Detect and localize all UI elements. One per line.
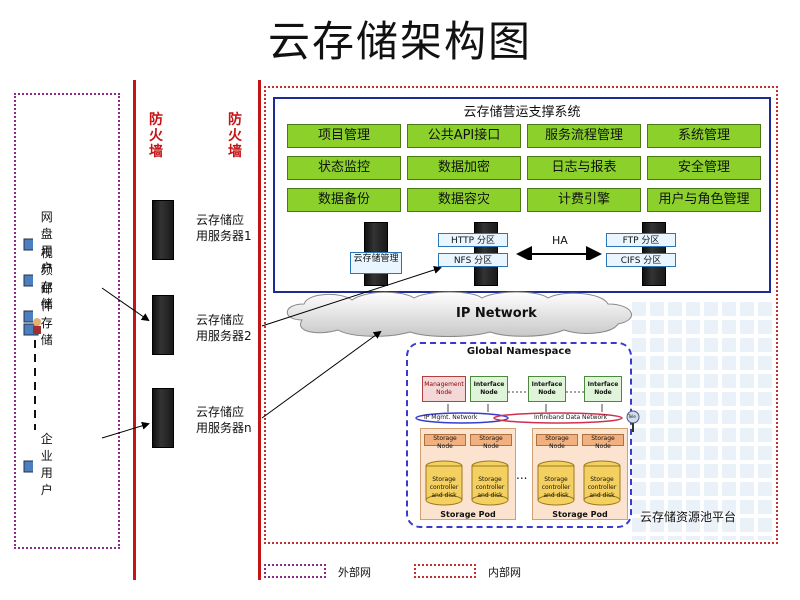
user-computer-icon xyxy=(23,274,33,287)
interface-node: Interface Node xyxy=(470,376,508,402)
ip-network-cloud xyxy=(286,291,632,337)
firewall-line-2 xyxy=(258,80,261,580)
module-box: 日志与报表 xyxy=(527,156,641,180)
module-box: 状态监控 xyxy=(287,156,401,180)
storage-node: Storage Node xyxy=(470,434,512,450)
ip-mgmt-network-label: IP Mgmt. Network xyxy=(424,414,478,421)
module-box: 数据容灾 xyxy=(407,188,521,212)
interface-node: Interface Node xyxy=(528,376,566,402)
management-node: Management Node xyxy=(422,376,466,402)
firewall-label-1: 防火墙 xyxy=(149,112,163,160)
background-pattern xyxy=(630,300,776,540)
http-partition: HTTP 分区 xyxy=(438,233,508,247)
global-namespace-title: Global Namespace xyxy=(466,346,572,357)
user-label: 邮件存储 xyxy=(40,282,53,347)
module-box: 计费引擎 xyxy=(527,188,641,212)
firewall-label-2: 防火墙 xyxy=(228,112,242,160)
external-network-box xyxy=(14,93,120,549)
server-label-line: 云存储应 xyxy=(196,213,245,227)
server-label-line: 用服务器2 xyxy=(196,329,252,343)
tele-label: Tele xyxy=(628,414,636,419)
firewall-line-1 xyxy=(133,80,136,580)
user-computer-icon xyxy=(23,318,41,336)
legend-internal-swatch xyxy=(414,564,476,578)
user-computer-icon xyxy=(23,460,33,473)
storage-pod-label: Storage Pod xyxy=(552,510,608,519)
page-title: 云存储架构图 xyxy=(267,17,532,66)
interface-node: Interface Node xyxy=(584,376,622,402)
storage-controller-label: Storage controller and disk xyxy=(429,476,459,499)
server-label: 云存储应 用服务器1 xyxy=(196,212,252,244)
server-icon xyxy=(152,200,174,260)
ip-network-label: IP Network xyxy=(456,306,537,321)
user-computer-icon xyxy=(23,310,33,323)
user-item: 邮件存储 xyxy=(22,280,64,348)
ftp-partition: FTP 分区 xyxy=(606,233,676,247)
module-box: 服务流程管理 xyxy=(527,124,641,148)
user-label: 网盘用户 xyxy=(40,210,53,275)
module-box: 用户与角色管理 xyxy=(647,188,761,212)
ellipsis-connector xyxy=(34,340,36,430)
storage-pod-label: Storage Pod xyxy=(440,510,496,519)
ha-arrow xyxy=(516,246,602,260)
storage-node: Storage Node xyxy=(582,434,624,450)
user-label: 企业用户 xyxy=(40,432,53,497)
module-box: 安全管理 xyxy=(647,156,761,180)
server-label-line: 云存储应 xyxy=(196,405,245,419)
server-icon xyxy=(152,295,174,355)
ellipsis: ... xyxy=(516,468,528,482)
server-label: 云存储应 用服务器n xyxy=(196,404,252,436)
server-label-line: 用服务器1 xyxy=(196,229,252,243)
module-box: 系统管理 xyxy=(647,124,761,148)
cifs-partition: CIFS 分区 xyxy=(606,253,676,267)
legend-internal-label: 内部网 xyxy=(488,566,521,579)
infiniband-network-label: Infiniband Data Network xyxy=(534,414,608,421)
user-item: 网盘用户 xyxy=(22,208,64,276)
server-label-line: 云存储应 xyxy=(196,313,245,327)
legend-external-swatch xyxy=(264,564,326,578)
server-icon xyxy=(152,388,174,448)
storage-controller-label: Storage controller and disk xyxy=(541,476,571,499)
module-box: 数据备份 xyxy=(287,188,401,212)
resource-pool-label: 云存储资源池平台 xyxy=(640,510,737,524)
ops-title: 云存储营运支撑系统 xyxy=(463,105,581,120)
ha-label: HA xyxy=(552,234,568,247)
module-box: 项目管理 xyxy=(287,124,401,148)
module-box: 数据加密 xyxy=(407,156,521,180)
internal-network-box xyxy=(264,86,778,544)
disk-icons xyxy=(537,460,621,506)
storage-node: Storage Node xyxy=(424,434,466,450)
nfs-partition: NFS 分区 xyxy=(438,253,508,267)
tele-icon xyxy=(626,410,640,432)
server-label: 云存储应 用服务器2 xyxy=(196,312,252,344)
user-label: 视频存储 xyxy=(40,246,53,311)
legend-external-label: 外部网 xyxy=(338,566,371,579)
user-item xyxy=(22,316,52,338)
mgmt-server-label: 云存储管理 xyxy=(350,252,402,274)
user-item: 视频存储 xyxy=(22,244,64,312)
module-box: 公共API接口 xyxy=(407,124,521,148)
user-item: 企业用户 xyxy=(22,430,64,498)
namespace-wiring xyxy=(415,391,623,424)
storage-controller-label: Storage controller and disk xyxy=(475,476,505,499)
user-computer-icon xyxy=(23,238,33,251)
storage-node: Storage Node xyxy=(536,434,578,450)
server-label-line: 用服务器n xyxy=(196,421,252,435)
disk-icons xyxy=(425,460,509,506)
storage-controller-label: Storage controller and disk xyxy=(587,476,617,499)
